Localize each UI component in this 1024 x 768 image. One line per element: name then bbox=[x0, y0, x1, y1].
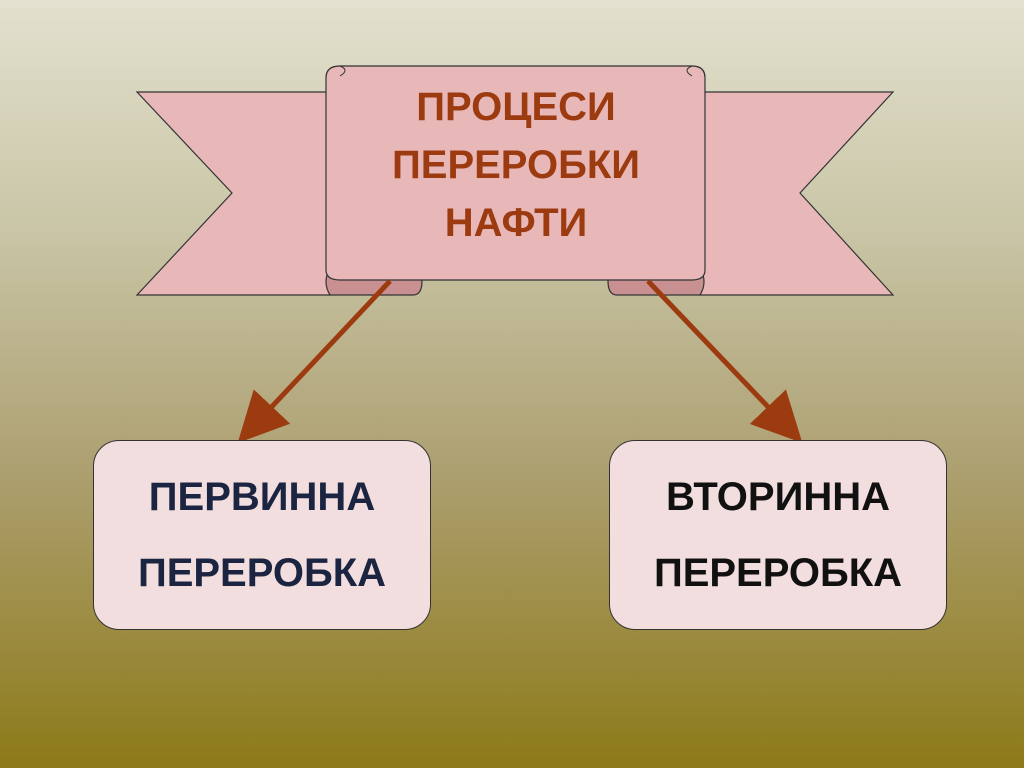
banner-left-tail bbox=[135, 91, 331, 296]
secondary-box-line-2: ПЕРЕРОБКА bbox=[653, 551, 903, 595]
banner-title-line-1: ПРОЦЕСИ bbox=[416, 85, 616, 129]
banner-top-curl-right bbox=[686, 65, 706, 79]
banner-title-line-2: ПЕРЕРОБКИ bbox=[392, 143, 640, 187]
secondary-box-line-1: ВТОРИННА bbox=[665, 475, 890, 519]
banner-right-tail bbox=[699, 91, 895, 296]
primary-box-line-2: ПЕРЕРОБКА bbox=[137, 551, 387, 595]
arrow-down-right bbox=[646, 279, 803, 443]
primary-processing-box: ПЕРВИННА ПЕРЕРОБКА bbox=[93, 440, 431, 630]
secondary-processing-box: ВТОРИННА ПЕРЕРОБКА bbox=[609, 440, 947, 630]
arrow-down-left bbox=[237, 279, 392, 443]
primary-box-line-1: ПЕРВИННА bbox=[148, 475, 376, 519]
banner-top-curl bbox=[325, 65, 346, 79]
banner-title-line-3: НАФТИ bbox=[444, 201, 588, 245]
banner-title: ПРОЦЕСИ ПЕРЕРОБКИ НАФТИ bbox=[326, 70, 706, 260]
